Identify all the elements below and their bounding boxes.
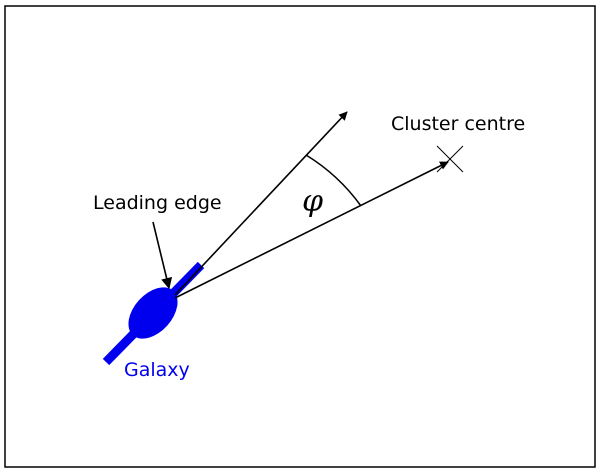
- galaxy-body: [128, 287, 178, 339]
- x-cross-icon: [436, 145, 464, 173]
- orientation-arrow: [174, 111, 348, 296]
- angle-phi-label: φ: [302, 184, 323, 219]
- leading-edge-pointer: [152, 221, 173, 290]
- cluster-direction-arrow: [174, 161, 449, 299]
- leading-edge-label: Leading edge: [93, 192, 222, 214]
- cluster-centre-label: Cluster centre: [391, 113, 525, 135]
- angle-arc: [305, 154, 362, 207]
- galaxy-label: Galaxy: [124, 359, 190, 381]
